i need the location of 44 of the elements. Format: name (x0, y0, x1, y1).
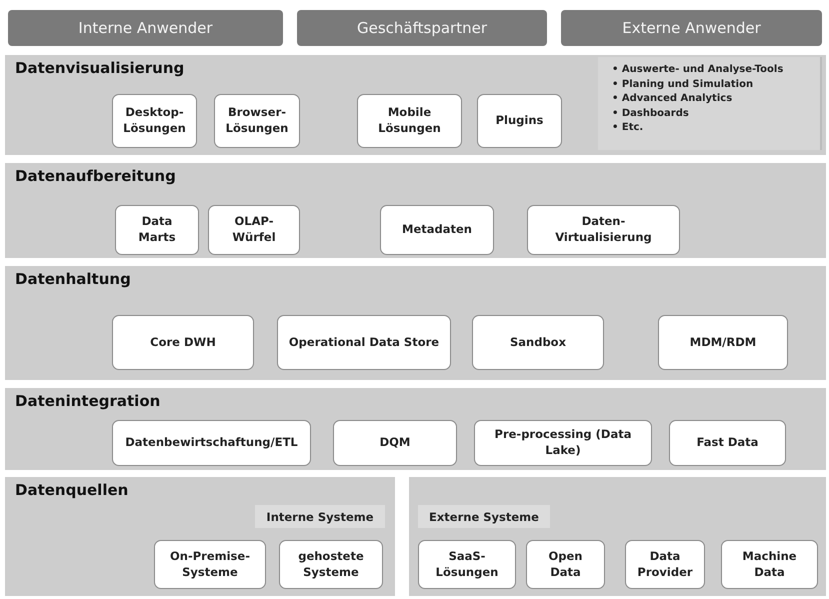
component-box: Sandbox (472, 315, 604, 370)
component-box: Data Marts (115, 205, 199, 255)
component-box: Daten-Virtualisierung (527, 205, 680, 255)
component-box: Open Data (526, 540, 605, 589)
layer-band (5, 477, 395, 596)
user-group-bar: Geschäftspartner (297, 10, 547, 46)
component-box: gehostete Systeme (279, 540, 383, 589)
component-box: Desktop-Lösungen (112, 94, 197, 148)
component-box: Mobile Lösungen (357, 94, 462, 148)
feature-list-panel (598, 57, 822, 150)
list-item: • Advanced Analytics (612, 92, 734, 106)
list-item: • Etc. (612, 121, 644, 135)
component-box: Data Provider (625, 540, 705, 589)
component-box: Browser-Lösungen (214, 94, 300, 148)
list-item: • Dashboards (612, 106, 690, 120)
group-tag: Externe Systeme (418, 505, 550, 528)
component-box: Pre-processing (Data Lake) (474, 420, 652, 466)
list-item: • Planing und Simulation (612, 78, 754, 92)
component-box: Plugins (477, 94, 562, 148)
layer-band (5, 55, 826, 155)
layer-band (409, 477, 826, 596)
component-box: Datenbewirtschaftung/ETL (112, 420, 311, 466)
user-group-bar: Interne Anwender (8, 10, 283, 46)
component-box: Machine Data (721, 540, 818, 589)
component-box: SaaS-Lösungen (418, 540, 516, 589)
layer-band (5, 266, 826, 380)
component-box: DQM (333, 420, 457, 466)
component-box: Core DWH (112, 315, 254, 370)
component-box: OLAP-Würfel (208, 205, 300, 255)
layer-heading: Datenquellen (15, 481, 128, 499)
layer-heading: Datenintegration (15, 392, 160, 410)
component-box: Operational Data Store (277, 315, 451, 370)
component-box: MDM/RDM (658, 315, 788, 370)
list-item: • Auswerte- und Analyse-Tools (612, 63, 784, 77)
layer-heading: Datenaufbereitung (15, 167, 176, 185)
group-tag: Interne Systeme (255, 505, 385, 528)
component-box: Metadaten (380, 205, 494, 255)
layer-heading: Datenvisualisierung (15, 59, 184, 77)
layer-heading: Datenhaltung (15, 270, 131, 288)
user-group-bar: Externe Anwender (561, 10, 822, 46)
component-box: On-Premise-Systeme (154, 540, 266, 589)
layer-band (5, 388, 826, 470)
component-box: Fast Data (669, 420, 786, 466)
layer-band (5, 163, 826, 258)
